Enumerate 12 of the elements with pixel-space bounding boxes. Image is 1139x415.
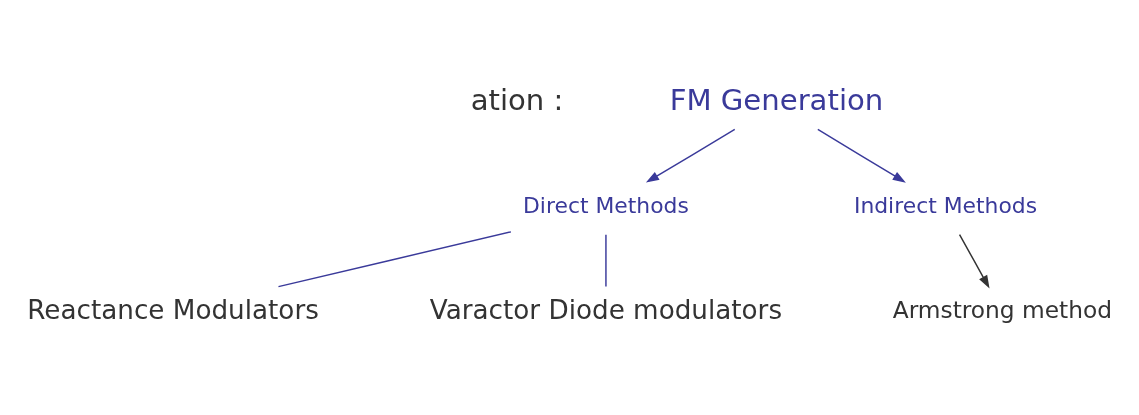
arrow [958,233,990,288]
arrow [817,128,906,183]
node-text: Varactor Diode modulators [429,294,783,325]
node-text: Armstrong method [892,295,1113,323]
connector [605,233,607,287]
node-text: Indirect Methods [853,192,1038,218]
connector [277,230,512,287]
node-text: FM Generation [669,82,884,117]
node-text: Direct Methods [523,192,689,218]
label: ation : [470,82,564,117]
arrow [645,128,736,183]
node-text: Reactance Modulators [27,294,319,325]
